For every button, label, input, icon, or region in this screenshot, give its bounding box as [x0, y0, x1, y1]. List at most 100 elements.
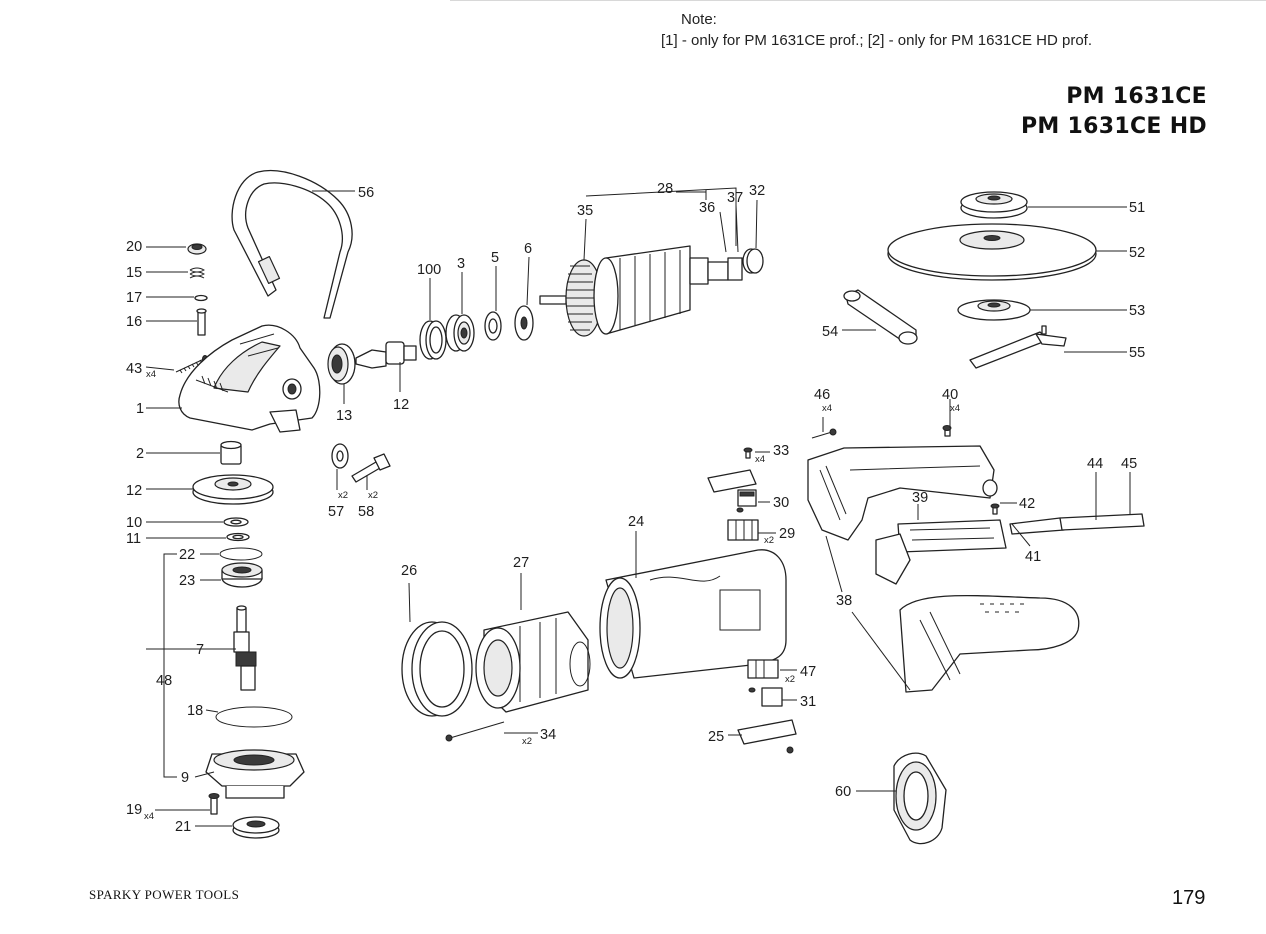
part-15-spring-drawing: [189, 267, 206, 279]
model-title-1: PM 1631CE: [1066, 84, 1207, 109]
qty-46: x4: [822, 403, 832, 414]
part-53-backing-pad-drawing: [957, 299, 1031, 321]
label-7: 7: [196, 642, 204, 658]
part-28-armature-drawing: [539, 245, 743, 337]
part-33-screw-drawing: [743, 447, 753, 459]
part-34-screw-drawing: [445, 721, 505, 742]
part-18-o-ring-drawing: [215, 706, 293, 728]
part-3-bearing-drawing: [445, 314, 475, 352]
part-22-circlip-drawing: [219, 547, 263, 561]
part-60-guard-drawing: [893, 752, 947, 845]
label-13: 13: [336, 408, 352, 424]
label-6: 6: [524, 241, 532, 257]
label-60: 60: [835, 784, 851, 800]
label-53: 53: [1129, 303, 1145, 319]
note-title: Note:: [681, 11, 717, 28]
part-26-ring-drawing: [401, 621, 473, 717]
leader-lines: [145, 187, 1131, 827]
part-cover-plate-drawing: [707, 469, 757, 493]
label-47: 47: [800, 664, 816, 680]
part-38-handle-shell-drawing: [807, 445, 1080, 693]
qty-34: x2: [522, 736, 532, 747]
label-28: 28: [657, 181, 673, 197]
label-5: 5: [491, 250, 499, 266]
part-39-switch-drawing: [875, 519, 1007, 585]
label-31: 31: [800, 694, 816, 710]
part-13-flange-drawing: [327, 343, 356, 385]
label-58: 58: [358, 504, 374, 520]
label-46: 46: [814, 387, 830, 403]
label-25: 25: [708, 729, 724, 745]
label-100: 100: [417, 262, 441, 278]
part-47-terminal-drawing: [747, 659, 779, 693]
label-33: 33: [773, 443, 789, 459]
label-10: 10: [126, 515, 142, 531]
part-handle-drawing: [231, 170, 353, 319]
page-number: 179: [1172, 887, 1206, 909]
part-1-gear-housing-drawing: [178, 324, 321, 433]
qty-40: x4: [950, 403, 960, 414]
label-30: 30: [773, 495, 789, 511]
label-3: 3: [457, 256, 465, 272]
label-22: 22: [179, 547, 195, 563]
part-52-disc-drawing: [887, 223, 1097, 281]
label-44: 44: [1087, 456, 1103, 472]
part-30-block-drawing: [737, 489, 757, 507]
part-100-ring-drawing: [419, 320, 447, 360]
label-24: 24: [628, 514, 644, 530]
part-31-block-drawing: [761, 687, 783, 707]
label-1: 1: [136, 401, 144, 417]
qty-43: x4: [146, 369, 156, 380]
label-55: 55: [1129, 345, 1145, 361]
part-12-shaft-drawing: [355, 341, 417, 369]
qty-29: x2: [764, 535, 774, 546]
label-16: 16: [126, 314, 142, 330]
label-56: 56: [358, 185, 374, 201]
label-39: 39: [912, 490, 928, 506]
part-27-stator-drawing: [475, 611, 591, 713]
label-26: 26: [401, 563, 417, 579]
label-29: 29: [779, 526, 795, 542]
label-36: 36: [699, 200, 715, 216]
part-25-cover-plate-drawing: [737, 719, 797, 754]
label-9: 9: [181, 770, 189, 786]
part-9-bearing-flange-drawing: [205, 749, 305, 799]
label-51: 51: [1129, 200, 1145, 216]
part-5-washer-drawing: [484, 311, 502, 341]
footer-brand: SPARKY POWER TOOLS: [89, 887, 240, 902]
part-12-flange-drawing: [192, 474, 274, 505]
label-12-upper: 12: [393, 397, 409, 413]
label-19: 19: [126, 802, 142, 818]
part-20-drawing: [187, 243, 207, 255]
part-45-cable-drawing: [1059, 513, 1145, 531]
label-54: 54: [822, 324, 838, 340]
part-17-drawing: [194, 294, 208, 302]
label-43: 43: [126, 361, 142, 377]
part-labels: 56 20 15 17 16 43 x4 1 2 12 10 11 22 23 …: [126, 181, 1145, 835]
label-17: 17: [126, 290, 142, 306]
label-15: 15: [126, 265, 142, 281]
label-27: 27: [513, 555, 529, 571]
part-29-terminal-drawing: [727, 507, 759, 541]
part-58-bolt-drawing: [351, 453, 391, 483]
part-19-screw-drawing: [208, 793, 220, 815]
model-title-2: PM 1631CE HD: [1020, 114, 1207, 139]
top-rule: [450, 0, 1266, 1]
label-2: 2: [136, 446, 144, 462]
label-40: 40: [942, 387, 958, 403]
qty-58: x2: [368, 490, 378, 501]
part-24-motor-housing-drawing: [599, 549, 787, 679]
label-41: 41: [1025, 549, 1041, 565]
part-7-spindle-drawing: [233, 605, 257, 691]
label-18: 18: [187, 703, 203, 719]
part-55-wrench-drawing: [969, 325, 1067, 369]
label-21: 21: [175, 819, 191, 835]
label-23: 23: [179, 573, 195, 589]
part-23-bearing-drawing: [221, 562, 263, 588]
note-text: [1] - only for PM 1631CE prof.; [2] - on…: [661, 32, 1093, 49]
part-51-pad-nut-drawing: [960, 191, 1028, 219]
label-34: 34: [540, 727, 556, 743]
part-42-screw-drawing: [990, 503, 1000, 515]
label-45: 45: [1121, 456, 1137, 472]
